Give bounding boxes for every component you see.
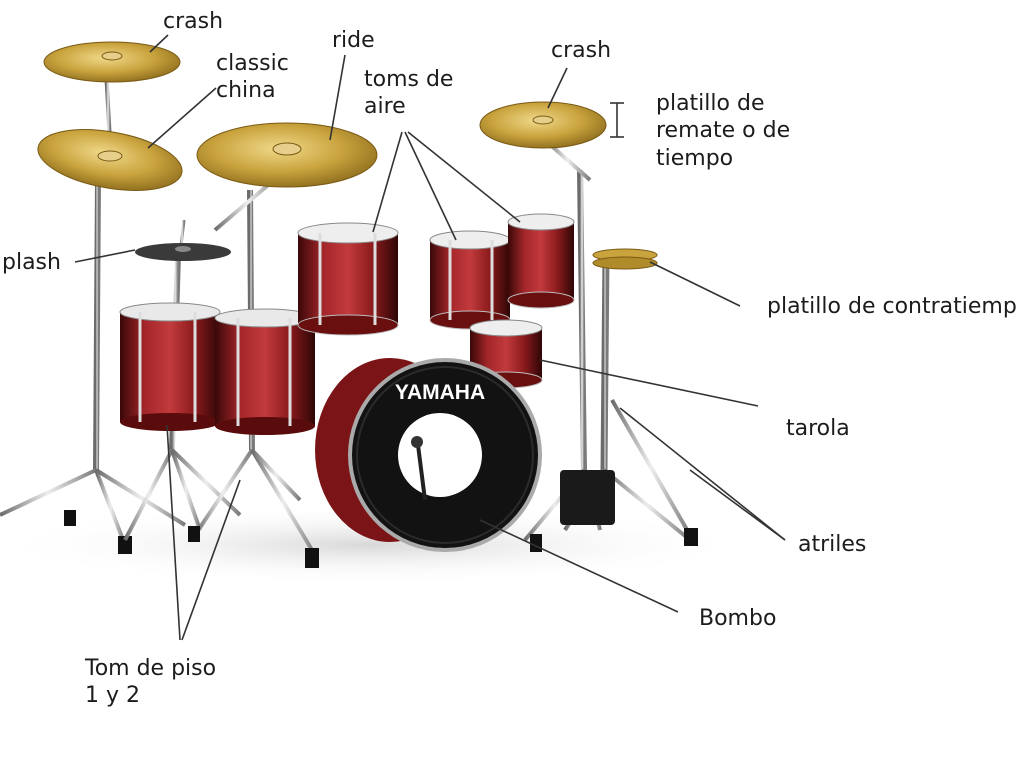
stand-foot xyxy=(118,536,132,554)
leader-lines xyxy=(74,34,786,641)
floor-tom-1 xyxy=(119,302,221,431)
stand-foot xyxy=(305,548,319,568)
label-classic-china: classic china xyxy=(216,51,289,104)
floor-shadow xyxy=(0,505,750,585)
label-ride: ride xyxy=(332,28,375,53)
label-crash-right: crash xyxy=(551,38,612,63)
label-toms-de-aire: toms de aire xyxy=(364,67,454,120)
hihat-cymbals xyxy=(592,248,658,270)
label-tarola: tarola xyxy=(786,416,850,441)
crash-cymbal-left xyxy=(43,41,181,83)
rack-tom-2 xyxy=(429,230,511,330)
stand-foot xyxy=(64,510,76,526)
label-atriles: atriles xyxy=(798,532,867,557)
label-bombo: Bombo xyxy=(699,606,777,631)
stand-foot xyxy=(188,526,200,542)
crash-cymbal-right xyxy=(479,101,607,149)
ride-cymbal xyxy=(196,122,378,188)
label-platillo-contratiempo: platillo de contratiemp xyxy=(767,294,1017,319)
stand-foot xyxy=(530,534,542,552)
left-cymbal-stand xyxy=(0,69,187,546)
splash-cymbal xyxy=(135,243,231,261)
floor-tom-2 xyxy=(214,308,316,435)
hihat-pedal xyxy=(560,470,615,525)
label-tom-de-piso: Tom de piso 1 y 2 xyxy=(85,656,217,709)
stand-foot xyxy=(684,528,698,546)
label-crash-left: crash xyxy=(163,9,224,34)
label-splash: plash xyxy=(2,250,61,275)
label-platillo-remate: platillo de remate o de tiempo xyxy=(656,91,791,171)
china-cymbal xyxy=(37,129,183,191)
bass-drum xyxy=(315,358,542,552)
bass-drum-logo: YAMAHA xyxy=(395,381,485,404)
rack-tom-3 xyxy=(507,213,575,309)
rack-tom-1 xyxy=(297,222,399,336)
